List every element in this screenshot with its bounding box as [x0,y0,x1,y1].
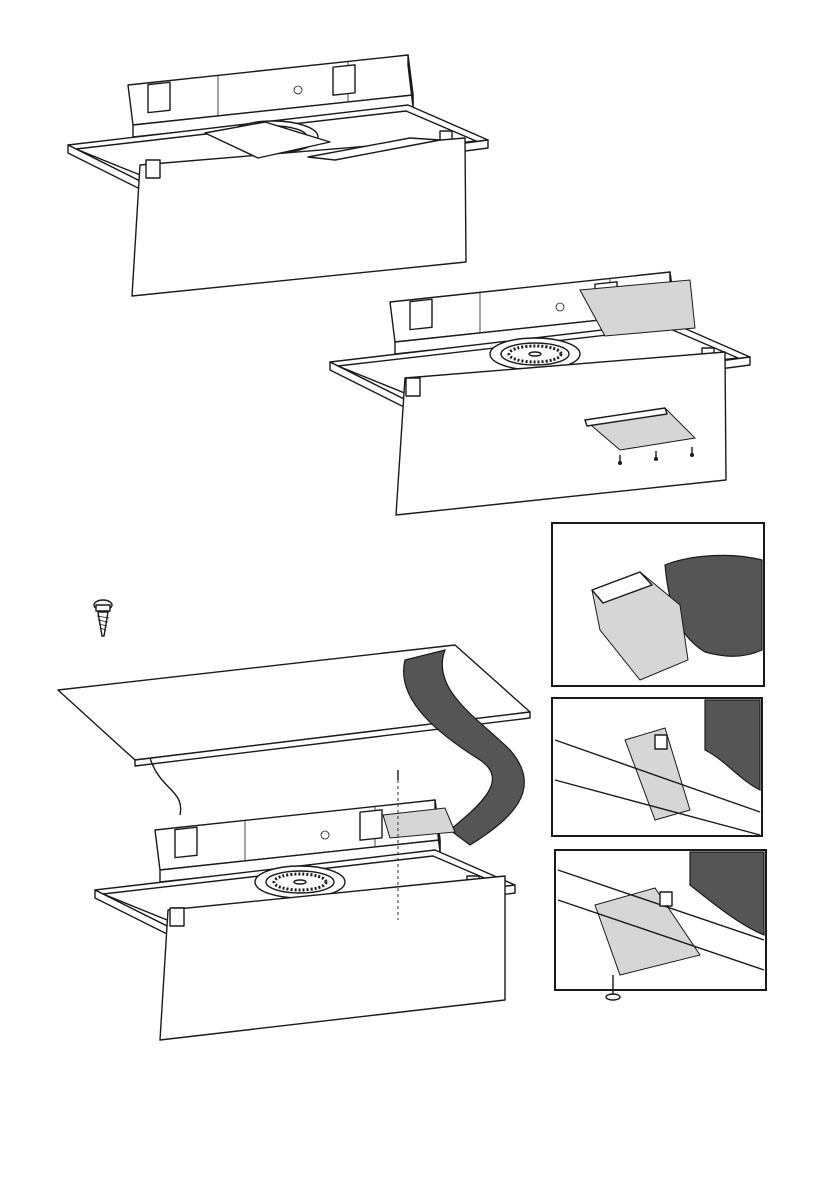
screw-icon [94,600,112,636]
panel-clip [146,160,160,178]
step-3 [58,600,530,1040]
screw-fixing-detail [555,850,766,1000]
duct-adapter-detail [552,523,764,686]
step-2 [330,272,750,515]
power-cable [150,758,181,815]
adapter-attached-detail [552,698,762,836]
step-1 [68,55,488,296]
front-panel [132,138,466,296]
